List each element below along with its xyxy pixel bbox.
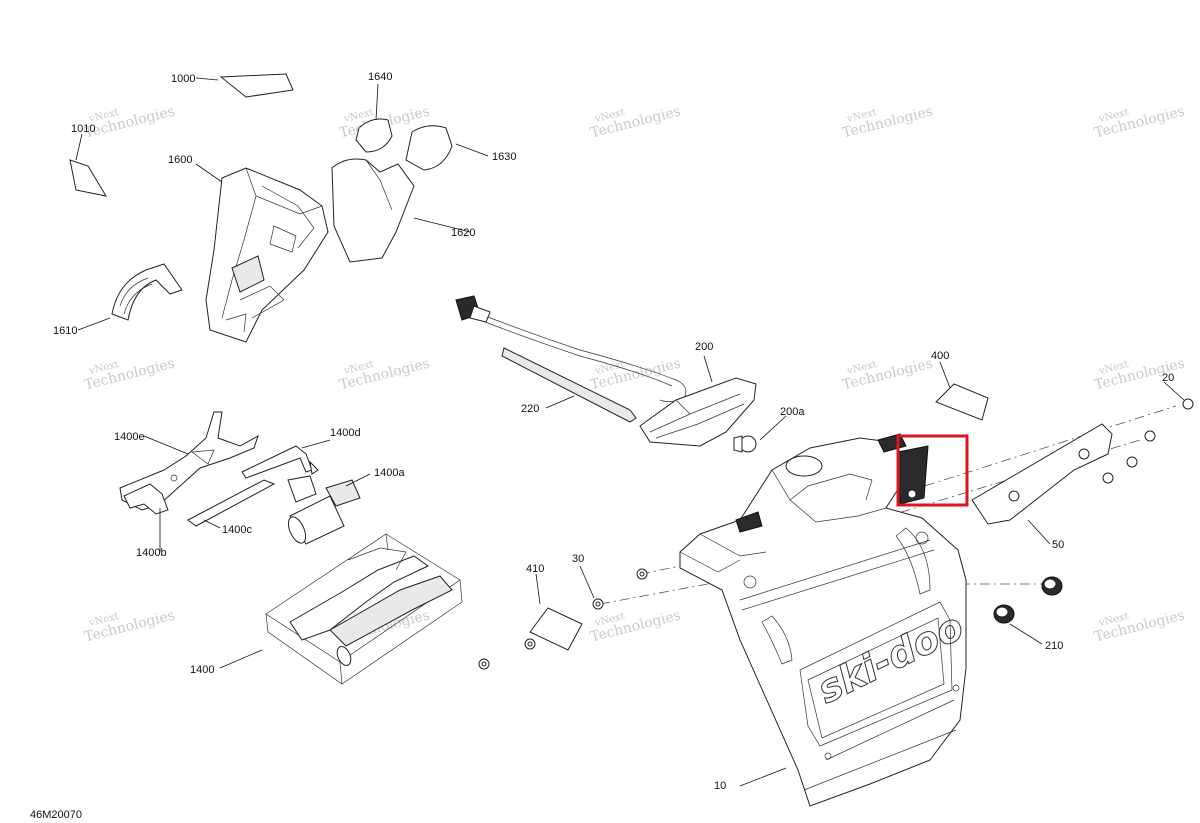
part-1400d-rod[interactable] bbox=[241, 445, 319, 479]
part-1600-bag[interactable] bbox=[205, 167, 329, 343]
watermark-line2: Technologies bbox=[589, 355, 683, 393]
part-1640-pad[interactable] bbox=[355, 118, 393, 153]
callout-1640: 1640 bbox=[368, 71, 392, 83]
watermark: vNext Technologies bbox=[83, 355, 177, 393]
callout-400: 400 bbox=[931, 350, 949, 362]
watermark-line2: Technologies bbox=[1093, 607, 1187, 645]
part-200a-bulb[interactable] bbox=[733, 435, 757, 453]
watermark: vNext Technologies bbox=[841, 355, 935, 393]
callout-1400: 1400 bbox=[190, 664, 214, 676]
callout-1400a: 1400a bbox=[374, 467, 405, 479]
part-1630-pad[interactable] bbox=[405, 125, 453, 171]
callout-200a: 200a bbox=[780, 406, 805, 418]
part-410-decal[interactable] bbox=[529, 607, 583, 651]
part-1620-fold bbox=[365, 159, 393, 211]
part-20-screws[interactable] bbox=[1102, 398, 1194, 484]
part-1620-foam[interactable] bbox=[331, 158, 415, 263]
watermark: vNext Technologies bbox=[589, 355, 683, 393]
watermark-line2: Technologies bbox=[841, 103, 935, 141]
watermark-line2: Technologies bbox=[83, 607, 177, 645]
callout-20: 20 bbox=[1162, 372, 1174, 384]
part-1400-toolkit[interactable] bbox=[265, 533, 463, 685]
part-10-rear-flap[interactable]: ski-doo bbox=[679, 433, 971, 807]
watermark-line2: Technologies bbox=[83, 355, 177, 393]
watermark-line2: Technologies bbox=[589, 103, 683, 141]
watermark: vNext Technologies bbox=[338, 355, 432, 393]
watermark-line2: Technologies bbox=[338, 355, 432, 393]
callout-1000: 1000 bbox=[171, 73, 195, 85]
callout-50: 50 bbox=[1052, 539, 1064, 551]
part-30-washers[interactable] bbox=[478, 568, 648, 670]
document-code: 46M20070 bbox=[30, 809, 82, 821]
part-1000-decal[interactable] bbox=[219, 73, 294, 98]
watermark: vNext Technologies bbox=[83, 607, 177, 645]
watermark: vNext Technologies bbox=[1093, 607, 1187, 645]
callout-1400c: 1400c bbox=[222, 524, 252, 536]
callout-1010: 1010 bbox=[71, 123, 95, 135]
callout-30: 30 bbox=[572, 553, 584, 565]
watermark: vNext Technologies bbox=[841, 103, 935, 141]
highlight-box bbox=[896, 434, 969, 507]
leader-lines bbox=[75, 77, 1185, 787]
callout-1610: 1610 bbox=[53, 325, 77, 337]
callout-1600: 1600 bbox=[168, 154, 192, 166]
callout-220: 220 bbox=[521, 403, 539, 415]
watermark: vNext Technologies bbox=[1093, 103, 1187, 141]
part-1610-strap[interactable] bbox=[111, 263, 183, 321]
callout-labels: 1000 1010 1600 1610 1620 1630 1640 200 2… bbox=[53, 71, 1174, 792]
watermark-line2: Technologies bbox=[83, 103, 177, 141]
part-200-tail-light[interactable] bbox=[639, 377, 757, 447]
callout-1630: 1630 bbox=[492, 151, 516, 163]
callout-410: 410 bbox=[526, 563, 544, 575]
watermark-line2: Technologies bbox=[1093, 103, 1187, 141]
watermark-line2: Technologies bbox=[589, 607, 683, 645]
callout-1400b: 1400b bbox=[136, 547, 167, 559]
callout-1620: 1620 bbox=[451, 227, 475, 239]
part-400-decal[interactable] bbox=[935, 383, 989, 421]
part-1400b-wrench[interactable] bbox=[123, 483, 169, 515]
part-200-harness[interactable] bbox=[455, 295, 687, 402]
callout-200: 200 bbox=[695, 341, 713, 353]
part-220-strip[interactable] bbox=[501, 347, 637, 423]
part-1400a-socket[interactable] bbox=[285, 475, 361, 546]
callout-210: 210 bbox=[1045, 640, 1063, 652]
part-1400c-strap[interactable] bbox=[187, 479, 276, 527]
highlighted-part[interactable] bbox=[896, 434, 969, 507]
watermark: vNext Technologies bbox=[1093, 355, 1187, 393]
part-210-grommets[interactable] bbox=[993, 576, 1063, 624]
flap-logo-badge bbox=[785, 455, 823, 477]
watermark-line2: Technologies bbox=[841, 355, 935, 393]
part-50-bracket[interactable] bbox=[971, 423, 1113, 525]
callout-1400e: 1400e bbox=[114, 431, 145, 443]
watermark: vNext Technologies bbox=[589, 103, 683, 141]
callout-1400d: 1400d bbox=[330, 427, 361, 439]
part-1010-decal[interactable] bbox=[69, 159, 108, 197]
callout-10: 10 bbox=[714, 780, 726, 792]
